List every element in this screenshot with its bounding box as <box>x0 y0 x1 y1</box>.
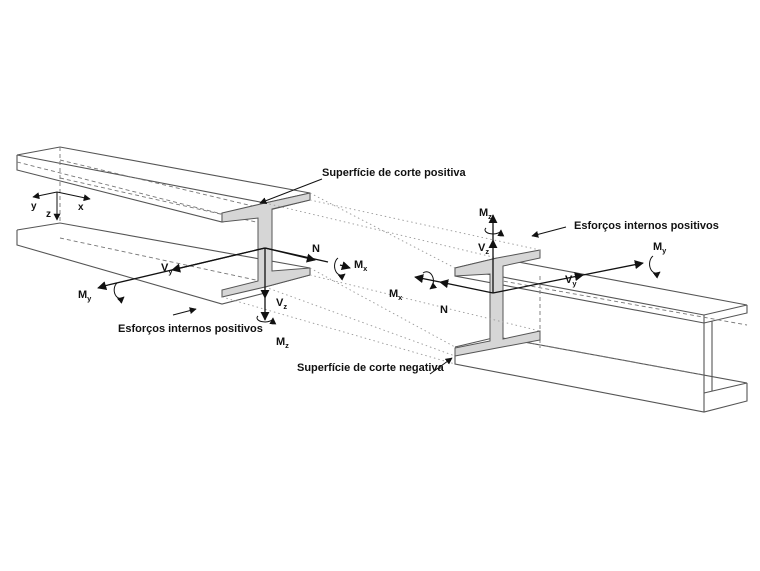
force-vz-label: Vz <box>276 297 287 311</box>
force-vy-right-label: Vy <box>565 274 577 288</box>
cut-positive-label: Superfície de corte positiva <box>322 167 467 179</box>
internal-forces-left-label: Esforços internos positivos <box>118 323 263 335</box>
left-forces: N Mx Vy My Vz Mz <box>78 243 368 350</box>
moment-mz-label: Mz <box>276 336 289 350</box>
mx-rotation-icon <box>334 257 346 281</box>
force-n-right-label: N <box>440 304 448 316</box>
axis-z-label: z <box>46 209 51 220</box>
internal-forces-right-label: Esforços internos positivos <box>574 220 719 232</box>
moment-my-right-label: My <box>653 241 667 255</box>
force-vz-right-label: Vz <box>478 242 489 256</box>
mz-rotation-icon <box>256 315 277 325</box>
left-axes: y z x <box>31 191 91 221</box>
axis-x-label: x <box>78 202 84 213</box>
force-vy-label: Vy <box>161 262 173 276</box>
moment-mz-right-label: Mz <box>479 207 492 221</box>
connector-lines <box>221 192 541 365</box>
my-rotation-icon <box>113 282 125 304</box>
left-beam <box>16 146 311 305</box>
my-right-rotation-icon <box>649 255 661 279</box>
moment-mx-label: Mx <box>354 259 368 273</box>
force-n-label: N <box>312 243 320 255</box>
moment-mx-right-label: Mx <box>389 288 403 302</box>
moment-my-label: My <box>78 289 92 303</box>
right-forces: Mz Vz My Vy Mx N <box>389 207 667 316</box>
right-beam <box>454 249 748 413</box>
mx-right-rotation-icon <box>422 271 438 290</box>
cut-negative-label: Superfície de corte negativa <box>297 362 445 374</box>
annotations: Superfície de corte positiva Esforços in… <box>118 167 719 375</box>
axis-y-label: y <box>31 201 37 212</box>
mz-right-rotation-icon <box>484 227 505 237</box>
